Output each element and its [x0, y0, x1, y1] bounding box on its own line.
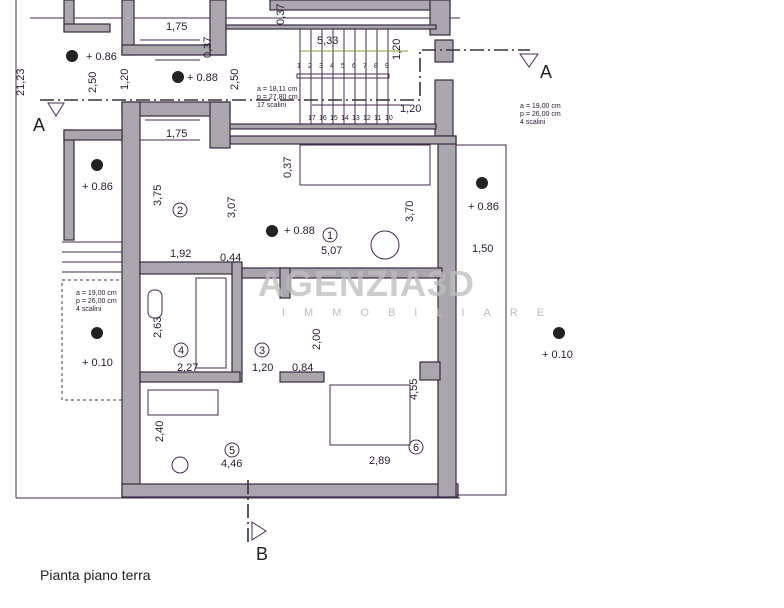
svg-text:2,63: 2,63 [152, 317, 164, 338]
svg-text:1: 1 [297, 63, 301, 70]
dimensions: 1,75 1,75 5,33 1,20 1,92 0,44 5,07 1,50 … [15, 4, 493, 470]
main-staircase [62, 29, 410, 273]
svg-text:16: 16 [319, 115, 327, 122]
room-number: 3 [259, 345, 265, 357]
svg-text:0,37: 0,37 [202, 37, 214, 58]
svg-text:1,20: 1,20 [252, 362, 273, 374]
svg-text:2,27: 2,27 [177, 362, 198, 374]
level-label: + 0.86 [82, 181, 113, 193]
level-markers [66, 50, 565, 339]
svg-text:0,37: 0,37 [275, 4, 287, 25]
svg-text:15: 15 [330, 115, 338, 122]
svg-text:3,70: 3,70 [404, 201, 416, 222]
stair-note: 17 scalini [257, 102, 287, 109]
svg-text:10: 10 [385, 115, 393, 122]
furniture [61, 144, 507, 496]
walls [63, 0, 459, 498]
svg-text:2,50: 2,50 [229, 69, 241, 90]
level-label: + 0.86 [86, 51, 117, 63]
stair-note: p = 26,00 cm [520, 111, 561, 118]
svg-text:3,07: 3,07 [226, 197, 238, 218]
svg-text:5,33: 5,33 [317, 35, 338, 47]
stair-note: p = 26,00 cm [76, 298, 117, 305]
svg-text:3: 3 [319, 63, 323, 70]
svg-text:1,20: 1,20 [391, 39, 403, 60]
svg-text:1,20: 1,20 [400, 103, 421, 115]
svg-text:11: 11 [374, 115, 381, 122]
level-label: + 0.88 [284, 225, 315, 237]
room-number: 4 [178, 345, 184, 357]
level-label: + 0.88 [187, 72, 218, 84]
svg-text:6: 6 [352, 63, 356, 70]
svg-text:1,92: 1,92 [170, 248, 191, 260]
svg-text:4,46: 4,46 [221, 458, 242, 470]
stair-note: a = 19,00 cm [520, 103, 561, 110]
svg-text:13: 13 [352, 115, 360, 122]
svg-text:2,00: 2,00 [311, 329, 323, 350]
svg-text:1,75: 1,75 [166, 128, 187, 140]
stair-note: a = 18,11 cm [257, 86, 297, 93]
stair-note: a = 19,00 cm [76, 290, 117, 297]
svg-text:0,84: 0,84 [292, 362, 313, 374]
svg-text:1,50: 1,50 [472, 243, 493, 255]
svg-text:4: 4 [330, 63, 334, 70]
svg-text:0,44: 0,44 [220, 252, 241, 264]
svg-text:21,23: 21,23 [15, 68, 27, 96]
stair-note: 4 scalini [76, 306, 102, 313]
svg-text:0,37: 0,37 [282, 157, 294, 178]
svg-text:5: 5 [341, 63, 345, 70]
svg-text:5,07: 5,07 [321, 245, 342, 257]
room-numbers [172, 202, 424, 458]
section-a-left: A [33, 115, 45, 135]
section-b: B [256, 544, 268, 564]
plan-title: Pianta piano terra [40, 567, 151, 583]
svg-text:4,55: 4,55 [408, 379, 420, 400]
svg-text:2,89: 2,89 [369, 455, 390, 467]
stair-note: p = 27,80 cm [257, 94, 298, 101]
svg-text:2,50: 2,50 [87, 72, 99, 93]
room-number: 6 [413, 442, 419, 454]
svg-text:9: 9 [385, 63, 389, 70]
level-label: + 0.10 [82, 357, 113, 369]
level-label: + 0.86 [468, 201, 499, 213]
svg-text:3,75: 3,75 [152, 185, 164, 206]
svg-text:8: 8 [374, 63, 378, 70]
room-number: 5 [229, 445, 235, 457]
watermark-subtitle: IMMOBILIARE [282, 307, 563, 319]
svg-text:1,75: 1,75 [166, 21, 187, 33]
svg-text:2: 2 [308, 63, 312, 70]
svg-text:12: 12 [363, 115, 371, 122]
level-label: + 0.10 [542, 349, 573, 361]
svg-text:14: 14 [341, 115, 349, 122]
section-a-right: A [540, 62, 552, 82]
svg-text:17: 17 [308, 115, 316, 122]
svg-text:1,20: 1,20 [119, 69, 131, 90]
svg-text:7: 7 [363, 63, 367, 70]
room-number: 2 [177, 205, 183, 217]
watermark-logo: AGENZIA3D [258, 263, 475, 304]
svg-text:2,40: 2,40 [154, 421, 166, 442]
stair-note: 4 scalini [520, 119, 546, 126]
room-number: 1 [327, 230, 333, 242]
